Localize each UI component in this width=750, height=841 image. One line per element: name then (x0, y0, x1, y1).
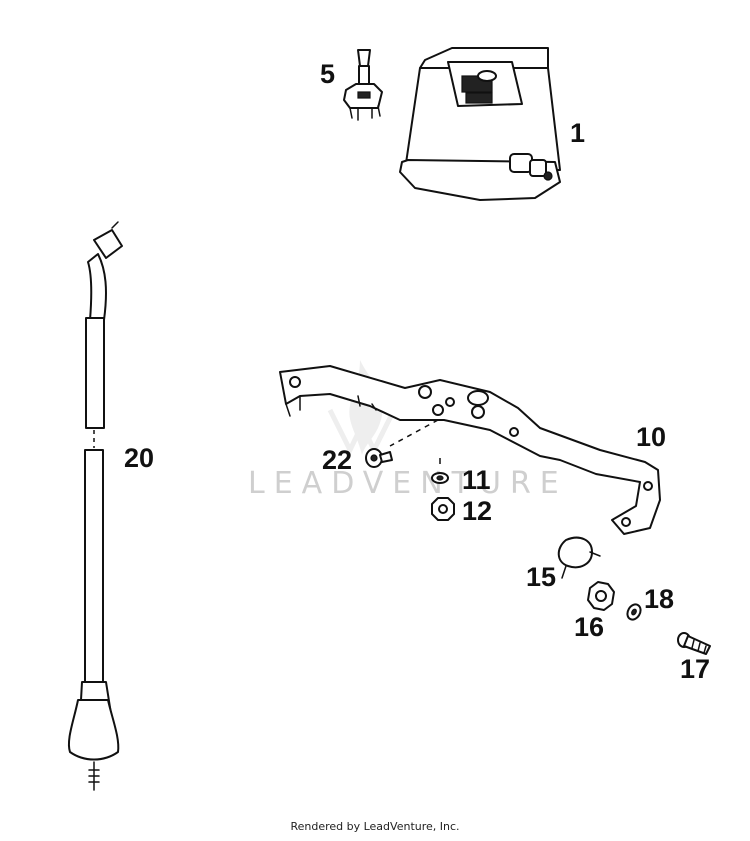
callout-17: 17 (680, 654, 710, 684)
callout-5: 5 (320, 59, 335, 89)
part-15-clip[interactable] (557, 536, 601, 579)
part-16-nut[interactable] (587, 581, 615, 611)
part-5-switch[interactable] (343, 49, 383, 121)
callout-22: 22 (322, 445, 352, 475)
callout-10: 10 (636, 422, 666, 452)
part-18-washer[interactable] (625, 602, 643, 622)
callout-16: 16 (574, 612, 604, 642)
part-10-bracket[interactable] (279, 365, 661, 535)
callout-20: 20 (124, 443, 154, 473)
footer-credit: Rendered by LeadVenture, Inc. (290, 820, 460, 833)
part-1-control-box[interactable] (399, 47, 561, 201)
callout-12: 12 (462, 496, 492, 526)
callout-1: 1 (570, 118, 585, 148)
part-11-washer[interactable] (431, 458, 449, 484)
callout-15: 15 (526, 562, 556, 592)
part-22-bolt[interactable] (365, 448, 393, 468)
part-17-screw[interactable] (677, 632, 711, 655)
callout-18: 18 (644, 584, 674, 614)
part-20-speedometer-cable[interactable] (68, 221, 123, 791)
callout-11: 11 (462, 465, 491, 495)
part-12-nut[interactable] (431, 497, 455, 521)
watermark-text: LEADVENTURE (248, 466, 568, 501)
